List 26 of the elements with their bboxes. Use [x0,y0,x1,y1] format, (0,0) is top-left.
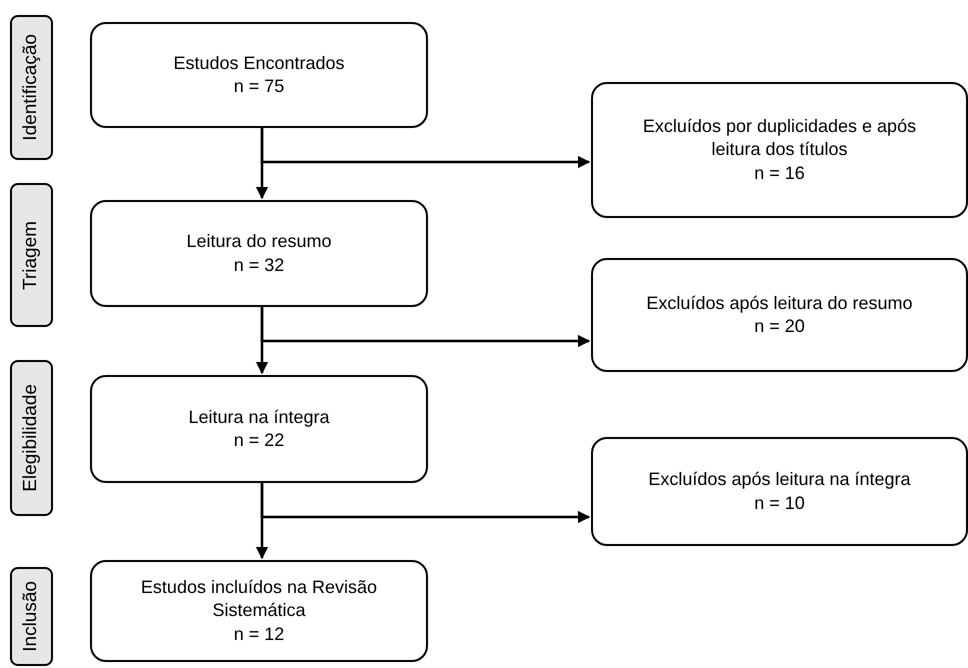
process-box [90,560,428,662]
box-text: Estudos Encontrados [173,52,345,75]
box-text: Excluídos após leitura do resumo [646,292,913,315]
process-box [90,22,428,128]
arrow [260,483,590,524]
box-text: Leitura na íntegra [188,406,330,429]
box-text: n = 12 [234,622,284,646]
box-text: n = 22 [234,429,284,452]
process-box [90,200,428,307]
box-text: n = 32 [234,254,284,276]
process-box [90,375,428,483]
arrow [260,128,590,168]
box-text: Excluídos após leitura na íntegra [648,468,911,492]
box-text: n = 75 [234,75,284,98]
box-text: n = 20 [754,315,805,338]
stage-label: Elegibilidade [10,360,53,516]
process-box [591,82,968,218]
stage-label: Triagem [10,183,53,327]
stage-label: Inclusão [10,567,53,666]
box-text: n = 10 [754,492,805,514]
process-box [591,437,968,546]
process-box [591,258,968,372]
box-text: n = 16 [754,162,805,185]
box-text: Leitura do resumo [186,230,332,254]
stage-label: Identificação [10,15,53,160]
arrow [260,307,590,348]
